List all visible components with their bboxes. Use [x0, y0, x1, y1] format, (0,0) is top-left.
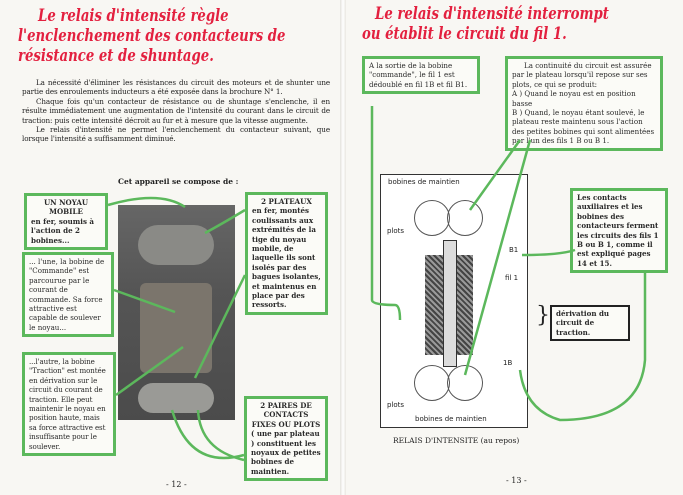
callout-sortie: A la sortie de la bobine "commande", le … [362, 56, 480, 95]
left-title-3: résistance et de shuntage. [18, 46, 214, 66]
diagram-caption: RELAIS D'INTENSITE (au repos) [393, 436, 520, 445]
left-title-2: l'enclenchement des contacteurs de [18, 26, 286, 46]
callout-plots: 2 PAIRES DE CONTACTS FIXES OU PLOTS ( un… [244, 396, 328, 482]
callout-traction: ...l'autre, la bobine "Traction" est mon… [22, 352, 116, 457]
label-b1: B1 [509, 246, 519, 254]
right-title-2: ou établit le circuit du fil 1. [362, 24, 567, 44]
callout-commande: ... l'une, la bobine de "Commande" est p… [22, 252, 114, 338]
label-bobines-top: bobines de maintien [388, 178, 460, 186]
relay-photo [118, 205, 235, 420]
page-number-left: - 12 - [166, 480, 187, 489]
paragraph: La nécessité d'éliminer les résistances … [22, 78, 330, 97]
callout-text: B ) Quand, le noyau étant soulevé, le pl… [512, 108, 655, 146]
callout-title: 2 PAIRES DE CONTACTS FIXES OU PLOTS [251, 401, 321, 429]
brace: } [536, 303, 550, 328]
label-plots-bottom: plots [387, 401, 405, 409]
label-fil1: fil 1 [505, 274, 519, 282]
paragraph: Le relais d'intensité ne permet l'enclen… [22, 125, 330, 144]
callout-text: A ) Quand le noyau est en position basse [512, 89, 636, 108]
left-title-1: Le relais d'intensité règle [38, 6, 229, 26]
callout-title: 2 PLATEAUX [261, 197, 312, 206]
callout-text: en fer, soumis à l'action de 2 bobines..… [31, 216, 95, 245]
compose-heading: Cet appareil se compose de : [118, 177, 239, 186]
label-1b: 1B [503, 359, 513, 367]
label-plots-top: plots [387, 227, 405, 235]
page-spine [340, 0, 346, 495]
callout-plateaux: 2 PLATEAUX en fer, montés coulissants au… [245, 192, 328, 315]
callout-text: La continuité du circuit est assurée par… [512, 61, 652, 89]
label-bobines-bottom: bobines de maintien [415, 415, 487, 423]
page-number-right: - 13 - [506, 476, 527, 485]
callout-derivation: dérivation du circuit de traction. [550, 305, 630, 342]
relay-diagram: bobines de maintien plots B1 fil 1 1B pl… [380, 174, 528, 428]
callout-continuite: La continuité du circuit est assurée par… [505, 56, 663, 151]
callout-text: en fer, montés coulissants aux extrémité… [252, 206, 321, 310]
arrow [521, 248, 576, 257]
callout-text: ( une par plateau ) constituent les noya… [251, 429, 321, 476]
callout-title: UN NOYAU MOBILE [43, 198, 89, 217]
intro-text: La nécessité d'éliminer les résistances … [22, 78, 330, 144]
callout-noyau: UN NOYAU MOBILE en fer, soumis à l'actio… [24, 193, 108, 251]
arrow [518, 272, 647, 422]
callout-contacts: Les contacts auxiliaires et les bobines … [570, 188, 668, 274]
paragraph: Chaque fois qu'un contacteur de résistan… [22, 96, 330, 125]
right-title-1: Le relais d'intensité interrompt [375, 4, 609, 24]
